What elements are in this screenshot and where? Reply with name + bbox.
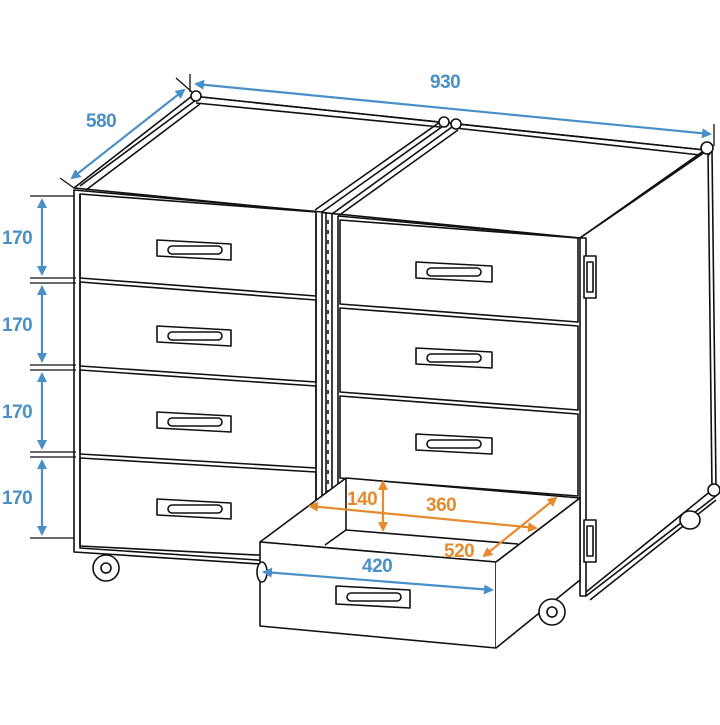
dim-label-inner-height: 140 (347, 489, 378, 510)
drawer-handles-left (156, 239, 232, 520)
cabinet-side-panel (579, 149, 713, 593)
dim-arrow-420 (262, 567, 494, 595)
right-drawers (339, 219, 579, 497)
dim-label-width: 930 (430, 72, 461, 93)
dim-arrow-930 (194, 79, 712, 139)
dim-arrow-520 (482, 496, 558, 558)
dim-label-drawer-height-3: 170 (2, 402, 33, 423)
casters (92, 510, 701, 626)
dim-label-drawer-front-width: 420 (362, 556, 393, 577)
dim-label-depth: 580 (86, 111, 117, 132)
dim-label-inner-depth: 520 (444, 541, 475, 562)
dim-arrow-580 (70, 88, 186, 180)
drawer-handles-right (415, 261, 493, 455)
dim-label-inner-width: 360 (426, 495, 457, 516)
dim-label-drawer-height-4: 170 (2, 488, 33, 509)
side-latches (583, 255, 597, 563)
dim-label-drawer-height-1: 170 (2, 228, 33, 249)
dim-label-drawer-height-2: 170 (2, 315, 33, 336)
